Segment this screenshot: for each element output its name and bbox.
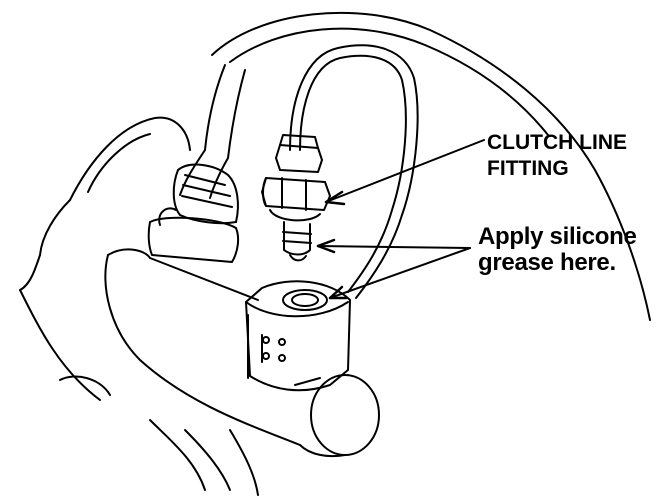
grease-leader-line-upper [317, 245, 471, 249]
apply-grease-label-line1: Apply silicone [478, 223, 637, 250]
apply-grease-label-line2: grease here. [478, 249, 616, 276]
master-cylinder-body [39, 116, 380, 458]
grease-arrowhead-lower [328, 285, 348, 300]
callout-leaders [316, 139, 485, 300]
grease-arrowhead-upper [316, 238, 336, 254]
engine-housing-outline [211, 11, 651, 321]
fitting-leader-line [325, 139, 485, 203]
fitting-arrowhead [324, 190, 346, 206]
clutch-pipe-loop [289, 44, 419, 299]
grease-leader-line-lower [329, 247, 471, 299]
clutch-line-fitting [261, 134, 331, 262]
apply-grease-label: Apply silicone grease here. [478, 224, 637, 276]
mounting-bracket-outline [19, 254, 259, 496]
clutch-line-fitting-label: CLUTCH LINE FITTING [487, 130, 627, 182]
clutch-line-fitting-label-line2: FITTING [487, 157, 569, 180]
clutch-hose [147, 64, 246, 263]
clutch-line-fitting-label-line1: CLUTCH LINE [487, 131, 627, 154]
